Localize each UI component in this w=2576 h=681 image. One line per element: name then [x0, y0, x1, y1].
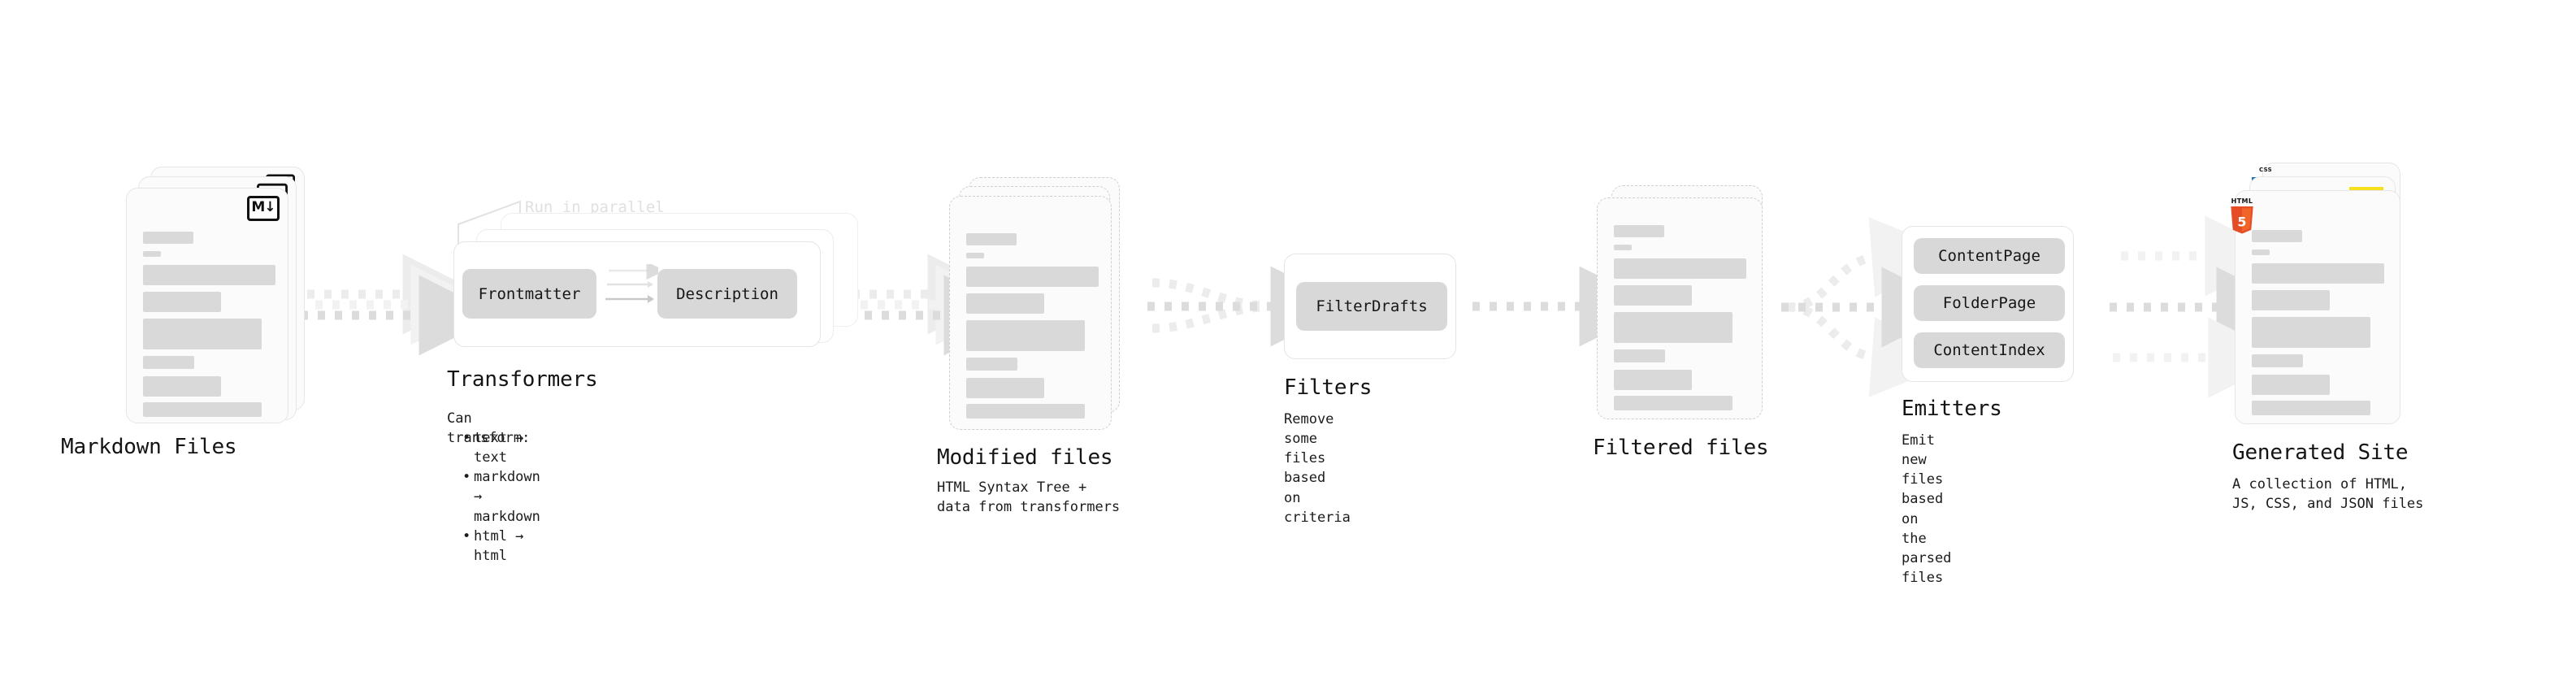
stage-caption-filters: Filters [1284, 375, 1373, 400]
stage-generated-site: CSS HTML 5 Generate [2231, 163, 2438, 512]
skeleton-line [966, 233, 1017, 245]
skeleton-line [2252, 401, 2370, 415]
transformer-pill-frontmatter[interactable]: Frontmatter [462, 269, 596, 319]
skeleton-line [966, 293, 1044, 314]
stage-caption-generated-site: Generated Site [2232, 440, 2409, 465]
skeleton-line [2252, 317, 2370, 348]
html5-badge: HTML 5 [2226, 197, 2258, 235]
filtered-card-front [1597, 197, 1763, 419]
arrow-markdown-to-transformers [301, 254, 500, 356]
svg-text:5: 5 [2237, 214, 2246, 229]
site-card-front: HTML 5 [2231, 190, 2400, 424]
skeleton-line [2252, 375, 2330, 395]
generated-site-subcaption: A collection of HTML, JS, CSS, and JSON … [2232, 476, 2424, 513]
skeleton-line [1614, 349, 1665, 362]
stage-markdown-files: M↓ M↓ M↓ Markdown Files [61, 167, 305, 459]
transformer-pill-description[interactable]: Description [657, 269, 797, 319]
stage-caption-modified-files: Modified files [937, 445, 1113, 470]
transformer-group-front: Frontmatter Description [453, 241, 821, 347]
skeleton-line [1614, 258, 1746, 279]
callout-leader-line [458, 200, 521, 250]
stage-caption-emitters: Emitters [1902, 397, 2002, 421]
html5-badge-label: HTML [2231, 197, 2253, 205]
arrow-filtered-to-emitters [1781, 217, 1962, 397]
stage-modified-files: Modified files HTML Syntax Tree + data f… [937, 177, 1152, 515]
emitters-subcaption: Emit new files based on the parsed files [1902, 432, 1952, 586]
modified-files-subcaption: HTML Syntax Tree + data from transformer… [937, 479, 1121, 516]
run-in-parallel-annotation: Run in parallel [525, 198, 665, 216]
skeleton-line [1614, 225, 1664, 237]
emitter-pill-contentindex[interactable]: ContentIndex [1914, 332, 2065, 368]
skeleton-line [2252, 354, 2303, 367]
modified-card-front [949, 196, 1112, 430]
skeleton-line [966, 358, 1017, 371]
skeleton-line [2252, 290, 2330, 310]
emitter-pill-folderpage[interactable]: FolderPage [1914, 285, 2065, 321]
emitters-group-box: ContentPage FolderPage ContentIndex [1902, 226, 2074, 382]
md-badge-text: M [251, 199, 265, 215]
skeleton-line [966, 404, 1085, 419]
skeleton-line [143, 402, 262, 417]
inner-transform-arrows [605, 264, 658, 303]
skeleton-line [1614, 396, 1733, 410]
stage-caption-filtered-files: Filtered files [1593, 436, 1769, 460]
skeleton-line [966, 267, 1099, 287]
filters-group-box: FilterDrafts [1284, 254, 1456, 359]
skeleton-line [143, 251, 161, 257]
arrow-emitters-to-site [2110, 215, 2297, 398]
filtered-file-stack [1597, 185, 1784, 429]
markdown-file-stack: M↓ M↓ M↓ [126, 167, 305, 427]
md-badge-arrow: ↓ [264, 199, 275, 215]
emitter-pill-contentpage[interactable]: ContentPage [1914, 238, 2065, 274]
skeleton-line [2252, 263, 2384, 284]
skeleton-line [966, 320, 1085, 351]
filters-subcaption: Remove some files based on criteria [1284, 411, 1351, 526]
skeleton-line [1614, 285, 1692, 306]
skeleton-line [2252, 230, 2302, 242]
skeleton-line [143, 319, 262, 349]
skeleton-line [143, 232, 193, 244]
skeleton-line [2252, 249, 2270, 255]
skeleton-line [1614, 370, 1692, 390]
stage-caption-transformers: Transformers [447, 367, 598, 392]
bullet-text-to-text: text → text [462, 428, 540, 467]
bullet-markdown-to-markdown: markdown → markdown [462, 467, 540, 526]
transformers-bullet-list: text → text markdown → markdown html → h… [460, 428, 540, 566]
filter-pill-filterdrafts[interactable]: FilterDrafts [1296, 282, 1447, 331]
skeleton-line [1614, 312, 1733, 343]
file-card-front: M↓ [126, 188, 288, 423]
skeleton-line [143, 265, 275, 285]
html5-shield-icon: 5 [2231, 206, 2253, 234]
modified-file-stack [949, 177, 1152, 437]
skeleton-line [143, 376, 221, 397]
skeleton-line [966, 253, 984, 258]
skeleton-line [143, 292, 221, 312]
bullet-html-to-html: html → html [462, 527, 540, 566]
skeleton-line [966, 378, 1044, 398]
generated-site-stack: CSS HTML 5 [2231, 163, 2438, 431]
css3-badge-label: CSS [2259, 167, 2272, 173]
skeleton-line [1614, 245, 1632, 250]
stage-filtered-files: Filtered files [1593, 185, 1784, 460]
skeleton-line [143, 356, 194, 369]
arrow-modified-to-filters [1147, 266, 1351, 347]
markdown-badge: M↓ [247, 196, 280, 221]
stage-caption-markdown-files: Markdown Files [61, 435, 237, 459]
